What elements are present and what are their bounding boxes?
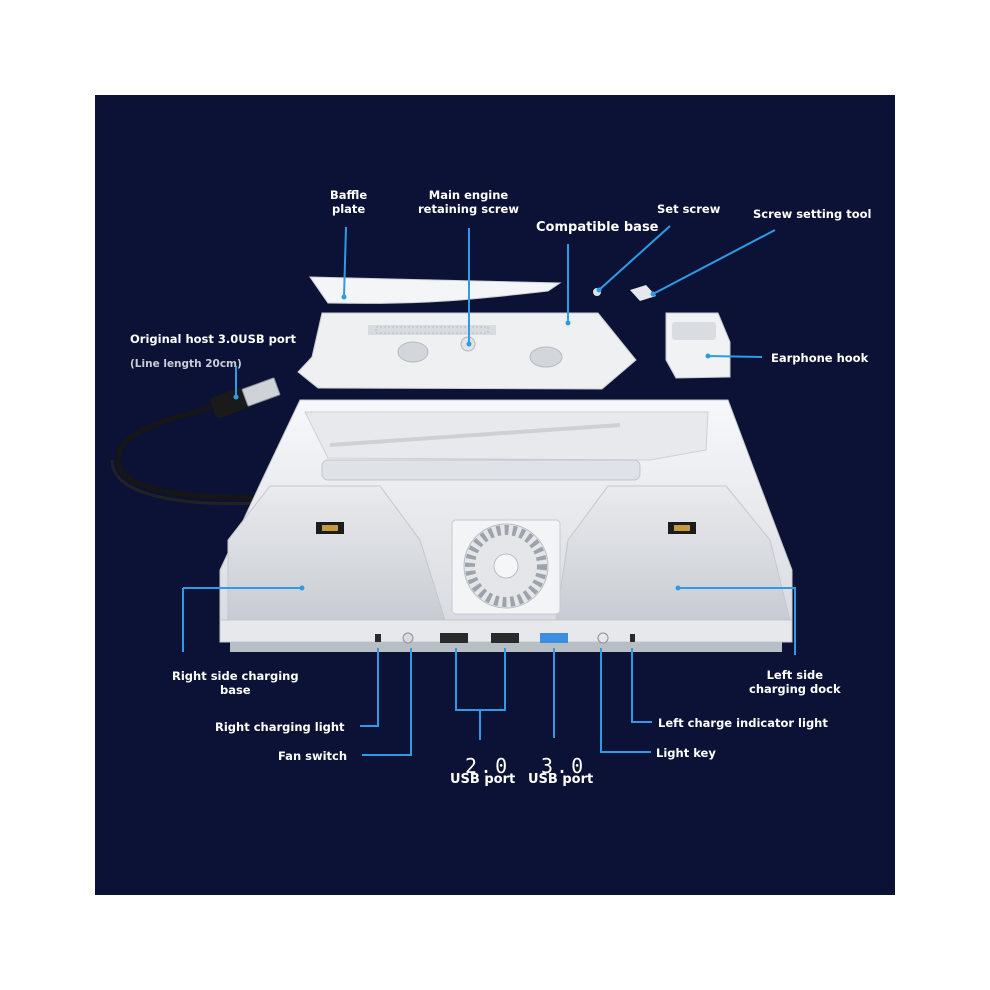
label-right-side-charging-base: Right side charging base bbox=[172, 669, 299, 697]
console-slot bbox=[321, 459, 641, 481]
vent-right-icon bbox=[529, 346, 563, 368]
label-light-key: Light key bbox=[656, 746, 716, 760]
label-usb-20-port: USB port bbox=[450, 772, 516, 787]
label-screw-setting-tool: Screw setting tool bbox=[753, 207, 872, 221]
label-left-side-charging-dock: Left side charging dock bbox=[749, 668, 841, 696]
screw-setting-tool bbox=[630, 285, 656, 301]
vent-left-icon bbox=[397, 341, 429, 363]
label-left-charge-indicator-light: Left charge indicator light bbox=[658, 716, 828, 730]
compatible-base-plate bbox=[297, 312, 637, 390]
leader-lines bbox=[182, 225, 796, 756]
label-usb-20-version: 2.0 bbox=[465, 754, 511, 778]
usb-30-port bbox=[540, 633, 568, 643]
light-key-button bbox=[597, 632, 609, 644]
baffle-plate bbox=[309, 276, 562, 304]
label-baffle-plate: Baffle plate bbox=[330, 188, 368, 216]
usb-plug-connector bbox=[241, 377, 281, 407]
right-charging-light-led bbox=[375, 634, 381, 642]
leader-dots bbox=[233, 287, 711, 591]
label-right-charging-light: Right charging light bbox=[215, 720, 345, 734]
usb-20-port-2 bbox=[491, 633, 519, 643]
label-compatible-base: Compatible base bbox=[536, 220, 659, 235]
label-main-engine-screw: Main engine retaining screw bbox=[418, 188, 519, 216]
label-fan-switch: Fan switch bbox=[278, 749, 348, 763]
label-earphone-hook: Earphone hook bbox=[771, 351, 869, 365]
earphone-hook bbox=[665, 312, 731, 379]
label-usb-30-version: 3.0 bbox=[541, 754, 587, 778]
usb-plug-housing bbox=[210, 387, 248, 419]
label-usb-30-port: USB port bbox=[528, 772, 594, 787]
usb-cable bbox=[110, 377, 281, 506]
usb-20-port-1 bbox=[440, 633, 468, 643]
left-charge-led bbox=[630, 634, 635, 642]
label-original-host-usb: Original host 3.0USB port bbox=[130, 332, 296, 346]
label-set-screw: Set screw bbox=[657, 202, 721, 216]
charging-stand bbox=[219, 399, 793, 652]
label-line-length: (Line length 20cm) bbox=[130, 358, 242, 370]
fan-blades-icon bbox=[465, 525, 547, 607]
fan-switch-button bbox=[402, 632, 414, 644]
